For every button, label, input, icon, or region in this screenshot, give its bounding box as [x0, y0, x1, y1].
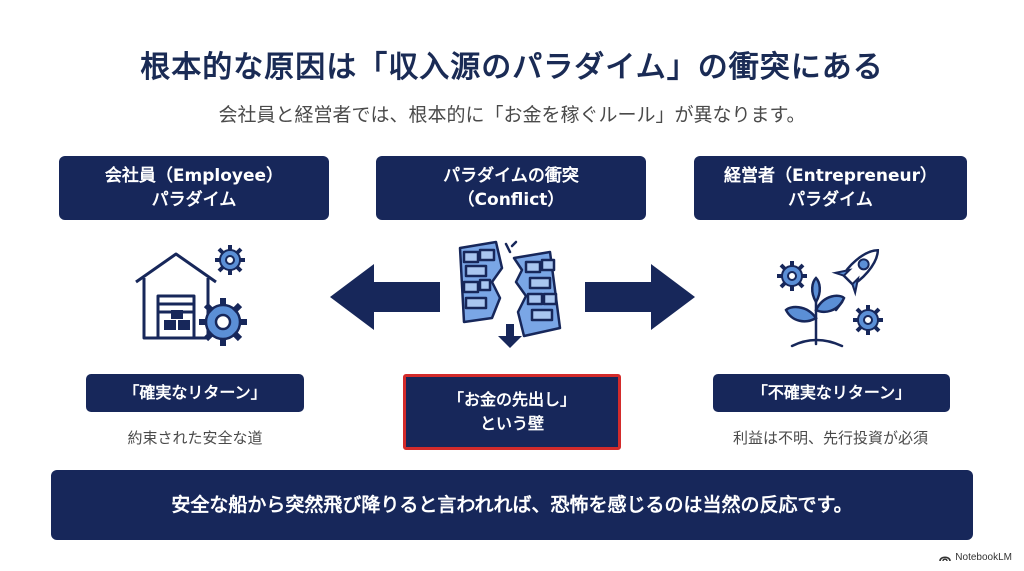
- conclusion-banner: 安全な船から突然飛び降りると言われれば、恐怖を感じるのは当然の反応です。: [51, 470, 973, 540]
- conflict-header-line2: （Conflict）: [457, 190, 565, 210]
- right-arrow-icon: [585, 264, 695, 330]
- entrepreneur-header-line1: 経営者（Entrepreneur）: [724, 166, 937, 186]
- notebooklm-logo-icon: [939, 556, 952, 562]
- wall-line1: 「お金の先出し」: [447, 390, 576, 409]
- employee-paradigm-header: 会社員（Employee） パラダイム: [59, 156, 329, 220]
- money-upfront-wall-box: 「お金の先出し」 という壁: [403, 374, 621, 450]
- entrepreneur-header-line2: パラダイム: [788, 190, 873, 210]
- employee-caption: 約束された安全な道: [127, 429, 263, 447]
- conflict-header-line1: パラダイムの衝突: [443, 166, 579, 186]
- page-title: 根本的な原因は「収入源のパラダイム」の衝突にある: [140, 50, 884, 85]
- left-arrow-icon: [330, 264, 440, 330]
- warehouse-gear-icon: [135, 245, 247, 346]
- brand-name: NotebookLM: [955, 552, 1012, 563]
- employee-header-line2: パラダイム: [151, 190, 237, 210]
- rocket-plant-icon: [777, 248, 883, 348]
- certain-return-label: 「確実なリターン」: [86, 374, 304, 412]
- entrepreneur-paradigm-header: 経営者（Entrepreneur） パラダイム: [694, 156, 967, 220]
- entrepreneur-caption: 利益は不明、先行投資が必須: [732, 429, 928, 447]
- conflict-header: パラダイムの衝突 （Conflict）: [376, 156, 646, 220]
- uncertain-return-label: 「不確実なリターン」: [713, 374, 950, 412]
- broken-wall-icon: [458, 240, 562, 348]
- page-subtitle: 会社員と経営者では、根本的に「お金を稼ぐルール」が異なります。: [218, 104, 806, 126]
- wall-line2: という壁: [479, 414, 544, 433]
- brand-watermark: NotebookLM: [939, 552, 1012, 563]
- employee-header-line1: 会社員（Employee）: [104, 166, 284, 186]
